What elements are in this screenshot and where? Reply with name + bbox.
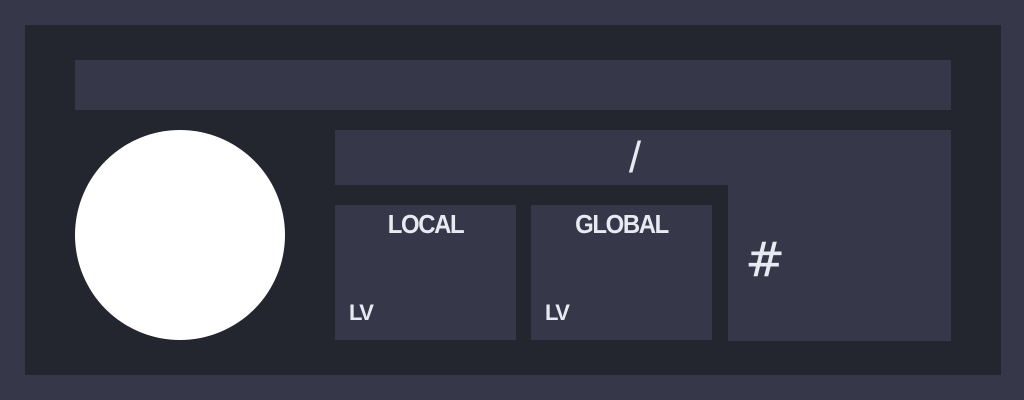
local-stat-card: LOCAL LV [335,205,516,340]
profile-card: / LOCAL LV GLOBAL LV # [25,25,1001,375]
global-level-label: LV [545,300,570,325]
global-title: GLOBAL [575,209,669,239]
stats-area: LOCAL LV GLOBAL LV [335,185,728,341]
rank-symbol: # [745,232,786,288]
global-stat-card: GLOBAL LV [531,205,712,340]
stats-panel: / LOCAL LV GLOBAL LV # [335,130,951,341]
local-level-label: LV [349,300,374,325]
avatar [75,130,285,340]
local-title: LOCAL [387,209,465,239]
xp-divider: / [628,133,642,182]
name-banner [75,60,951,110]
